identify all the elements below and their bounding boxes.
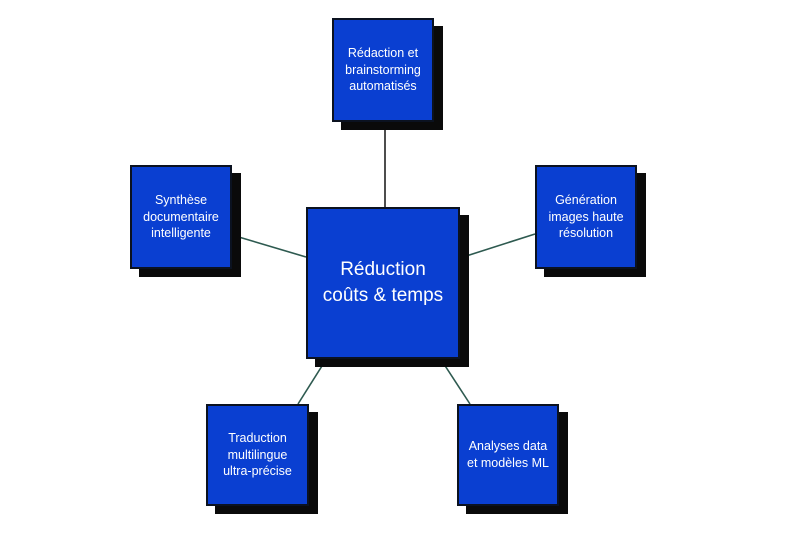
connector-right — [459, 233, 536, 259]
node-label: Traduction multilingue ultra-précise — [223, 430, 292, 479]
node-redaction-brainstorming: Rédaction et brainstorming automatisés — [332, 18, 434, 122]
node-label: Rédaction et brainstorming automatisés — [345, 45, 421, 94]
central-node-label: Réduction coûts & temps — [322, 259, 444, 306]
node-label: Synthèse documentaire intelligente — [143, 192, 219, 241]
node-label: Génération images haute résolution — [548, 192, 624, 241]
connector-bottom-right — [439, 357, 471, 405]
connector-bottom-left — [297, 357, 328, 405]
node-traduction-multilingue: Traduction multilingue ultra-précise — [206, 404, 309, 506]
central-node-reduction-couts: Réduction coûts & temps — [306, 207, 460, 359]
node-synthese-documentaire: Synthèse documentaire intelligente — [130, 165, 232, 269]
connector-left — [231, 234, 307, 258]
node-label: Analyses data et modèles ML — [467, 439, 549, 470]
node-generation-images: Génération images haute résolution — [535, 165, 637, 269]
node-analyses-data: Analyses data et modèles ML — [457, 404, 559, 506]
